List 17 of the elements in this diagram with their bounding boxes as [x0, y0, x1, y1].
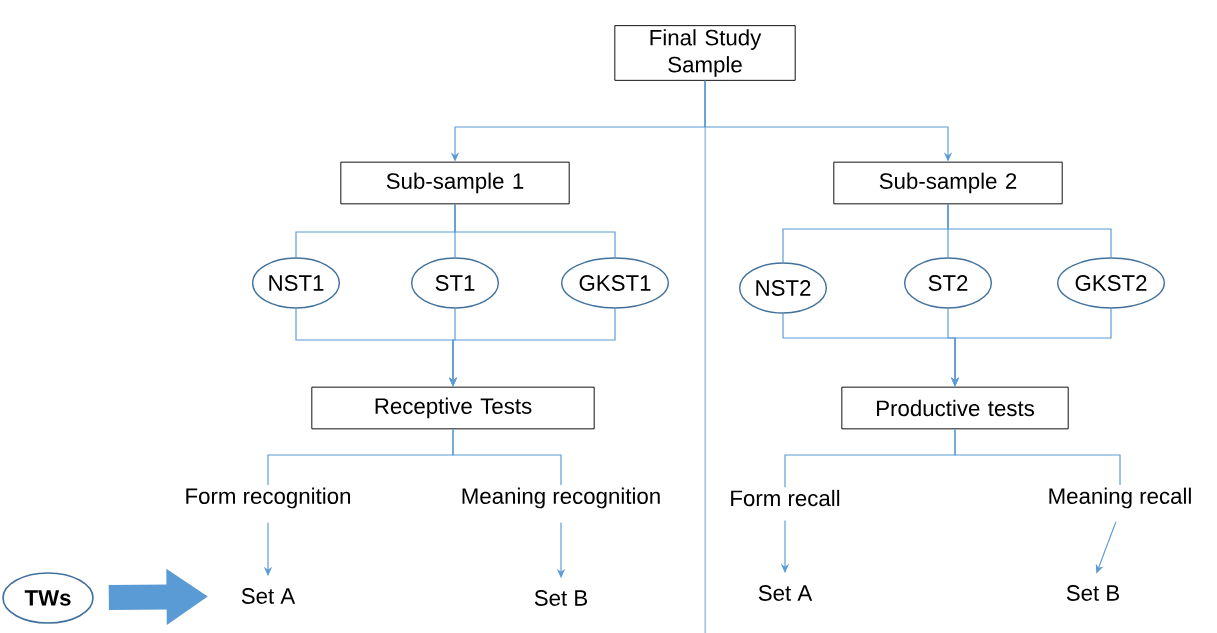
- step-label: Meaning recall: [1049, 487, 1191, 509]
- step-label: Set B: [1066, 585, 1120, 601]
- step-label: Set A: [241, 588, 296, 604]
- step-label: Form recognition: [186, 487, 350, 509]
- step-label: Meaning recognition: [462, 487, 660, 509]
- process-box: Sub-sample 1: [340, 161, 570, 205]
- step-label: Set A: [758, 585, 813, 601]
- process-box: Productive tests: [841, 386, 1069, 430]
- connector-line: [452, 428, 562, 486]
- connector-line: [954, 428, 1121, 486]
- connector-line: [454, 203, 616, 258]
- step-label: Form recall: [731, 489, 840, 507]
- process-box: Sub-sample 2: [833, 161, 1063, 205]
- connector-line: [947, 203, 1112, 258]
- step-label: Set B: [534, 590, 588, 606]
- process-box: Receptive Tests: [311, 386, 595, 430]
- process-box: Final Study Sample: [614, 25, 796, 81]
